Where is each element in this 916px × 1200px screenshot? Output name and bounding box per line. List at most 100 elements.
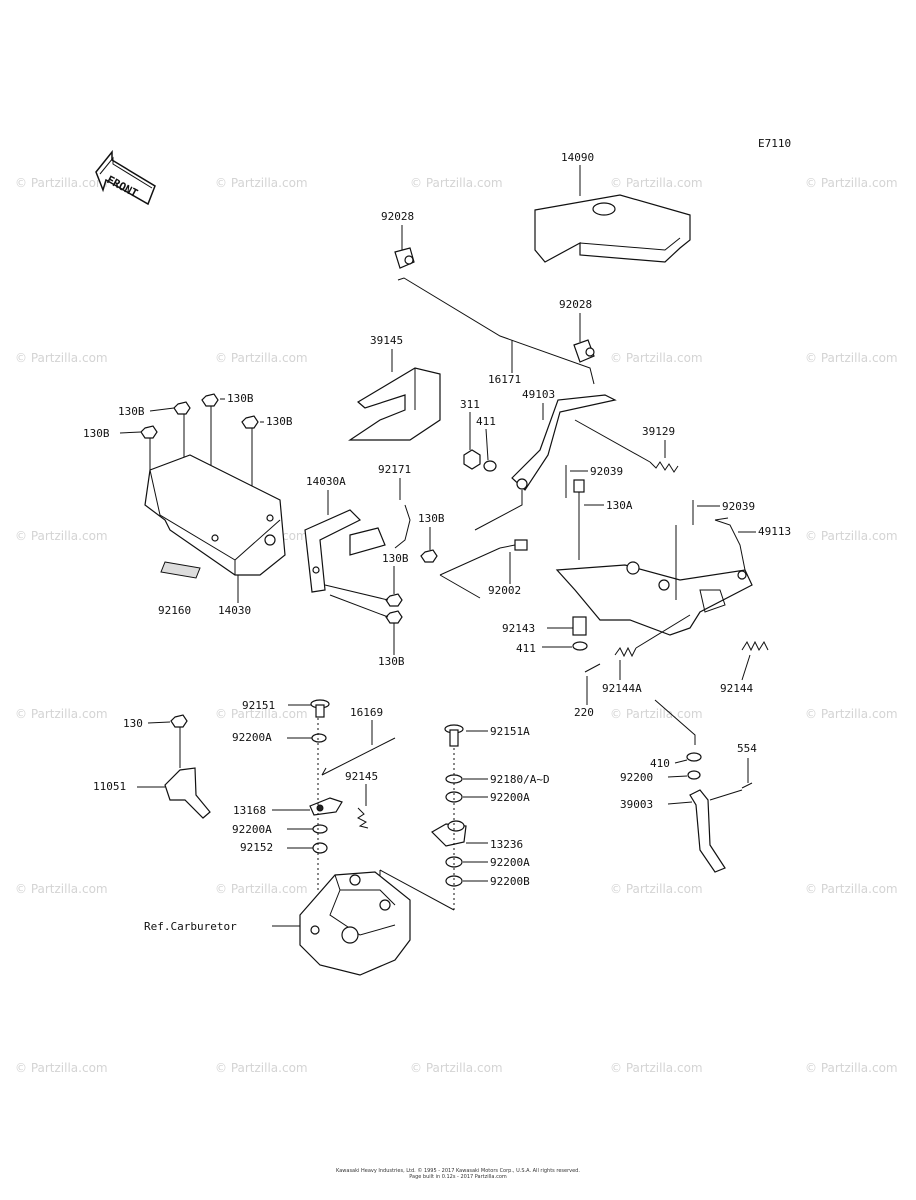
- part-92200A-washer-2: [312, 824, 328, 834]
- part-92151A-screw: [444, 724, 464, 747]
- label-410: 410: [650, 757, 670, 770]
- part-410-washer: [686, 752, 702, 762]
- label-92200A-2: 92200A: [232, 823, 272, 836]
- label-130B-2: 130B: [227, 392, 254, 405]
- watermark: © Partzilla.com: [15, 529, 108, 543]
- part-130-bolt: [170, 714, 188, 728]
- copyright-footer: Kawasaki Heavy Industries, Ltd. © 1995 -…: [0, 1168, 916, 1180]
- label-130B-5: 130B: [418, 512, 445, 525]
- part-92145-spring: [357, 807, 369, 829]
- part-554-pin: [741, 782, 753, 789]
- watermark: © Partzilla.com: [15, 1061, 108, 1075]
- watermark: © Partzilla.com: [805, 707, 898, 721]
- label-11051: 11051: [93, 780, 126, 793]
- label-220: 220: [574, 706, 594, 719]
- part-39003-lever: [689, 789, 743, 873]
- label-92028-upper: 92028: [381, 210, 414, 223]
- footer-line-1: Kawasaki Heavy Industries, Ltd. © 1995 -…: [336, 1168, 580, 1174]
- label-92143: 92143: [502, 622, 535, 635]
- label-92151A: 92151A: [490, 725, 530, 738]
- label-311: 311: [460, 398, 480, 411]
- label-130B-1: 130B: [118, 405, 145, 418]
- watermark: © Partzilla.com: [610, 176, 703, 190]
- part-16169-rod: [321, 737, 396, 776]
- label-411: 411: [476, 415, 496, 428]
- watermark: © Partzilla.com: [215, 176, 308, 190]
- watermark: © Partzilla.com: [805, 1061, 898, 1075]
- watermark: © Partzilla.com: [610, 351, 703, 365]
- label-49113: 49113: [758, 525, 791, 538]
- part-92143-collar: [572, 616, 587, 636]
- label-130: 130: [123, 717, 143, 730]
- label-14090: 14090: [561, 151, 594, 164]
- part-92028-clip-lower: [573, 339, 595, 363]
- label-92152: 92152: [240, 841, 273, 854]
- front-arrow-icon: FRONT: [95, 149, 156, 206]
- watermark: © Partzilla.com: [15, 882, 108, 896]
- part-92200B-washer: [445, 875, 463, 887]
- label-16171: 16171: [488, 373, 521, 386]
- label-ref-carburetor: Ref.Carburetor: [144, 920, 237, 933]
- footer-line-2: Page built in 0.12s - 2017 Partzilla.com: [409, 1174, 507, 1180]
- part-92160-label: [160, 561, 201, 579]
- part-92200A-washer-4: [445, 856, 463, 868]
- watermark: © Partzilla.com: [15, 176, 108, 190]
- watermark: © Partzilla.com: [805, 176, 898, 190]
- watermark: © Partzilla.com: [410, 1061, 503, 1075]
- label-92039-b: 92039: [722, 500, 755, 513]
- diagram-code: E7110: [758, 137, 791, 150]
- part-49113-bracket: [555, 517, 753, 636]
- label-13168: 13168: [233, 804, 266, 817]
- label-130B-6: 130B: [382, 552, 409, 565]
- label-411-b: 411: [516, 642, 536, 655]
- part-311-nut: [463, 449, 481, 470]
- watermark: © Partzilla.com: [410, 176, 503, 190]
- part-13236-bushing: [431, 820, 467, 847]
- label-92160: 92160: [158, 604, 191, 617]
- label-92200A-4: 92200A: [490, 856, 530, 869]
- part-carburetor: [299, 871, 411, 976]
- label-39145: 39145: [370, 334, 403, 347]
- part-92152-washer: [312, 842, 328, 854]
- label-92144: 92144: [720, 682, 753, 695]
- label-92200A-1: 92200A: [232, 731, 272, 744]
- label-92039-a: 92039: [590, 465, 623, 478]
- label-92171: 92171: [378, 463, 411, 476]
- label-130A: 130A: [606, 499, 633, 512]
- watermark: © Partzilla.com: [215, 707, 308, 721]
- part-49103-lever: [511, 394, 617, 491]
- part-11051-bracket: [164, 767, 211, 819]
- watermark: © Partzilla.com: [215, 351, 308, 365]
- watermark: © Partzilla.com: [610, 882, 703, 896]
- label-92151: 92151: [242, 699, 275, 712]
- label-39003: 39003: [620, 798, 653, 811]
- part-92144A-spring: [614, 646, 637, 658]
- watermark: © Partzilla.com: [215, 882, 308, 896]
- part-92002-bolt: [499, 539, 528, 551]
- label-49103: 49103: [522, 388, 555, 401]
- label-14030A: 14030A: [306, 475, 346, 488]
- watermark: © Partzilla.com: [805, 351, 898, 365]
- part-411-washer-2: [572, 641, 588, 651]
- part-92144-spring: [741, 640, 769, 652]
- label-92200B: 92200B: [490, 875, 530, 888]
- watermark: © Partzilla.com: [805, 882, 898, 896]
- watermark: © Partzilla.com: [610, 707, 703, 721]
- label-92028-lower: 92028: [559, 298, 592, 311]
- label-13236: 13236: [490, 838, 523, 851]
- part-13168-lever: [309, 797, 343, 816]
- label-130B-3: 130B: [266, 415, 293, 428]
- label-554: 554: [737, 742, 757, 755]
- label-92002: 92002: [488, 584, 521, 597]
- part-411-washer: [483, 460, 497, 472]
- label-92144A: 92144A: [602, 682, 642, 695]
- watermark: © Partzilla.com: [215, 1061, 308, 1075]
- part-130B-bolts: [140, 393, 259, 495]
- watermark: © Partzilla.com: [15, 707, 108, 721]
- part-39145-shield: [348, 367, 441, 441]
- label-92180: 92180/A~D: [490, 773, 550, 786]
- part-14090-cover: [534, 194, 691, 263]
- part-92171-hose: [394, 504, 411, 549]
- label-92200A-3: 92200A: [490, 791, 530, 804]
- part-92200A-washer: [311, 733, 327, 743]
